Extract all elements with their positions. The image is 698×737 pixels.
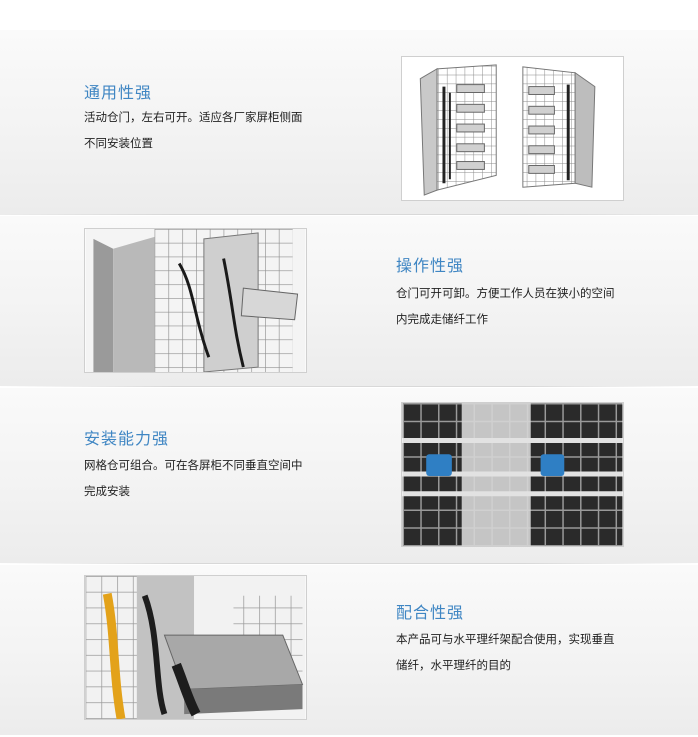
divider	[0, 386, 698, 387]
fiber-tray-drawing	[85, 576, 306, 719]
feature-description: 网格仓可组合。可在各屏柜不同垂直空间中完成安装	[84, 458, 303, 498]
divider	[0, 214, 698, 215]
grid-with-blue-clips-illustration	[401, 402, 624, 547]
divider	[0, 563, 698, 564]
feature-title: 操作性强	[396, 256, 465, 275]
feature-description: 仓门可开可卸。方便工作人员在狭小的空间内完成走储纤工作	[396, 286, 615, 326]
feature-title: 通用性强	[84, 83, 153, 102]
fiber-tray-combination-illustration	[84, 575, 307, 720]
feature-description: 活动仓门，左右可开。适应各厂家屏柜侧面不同安装位置	[84, 110, 303, 150]
two-side-panels-drawing	[419, 64, 596, 196]
feature-description: 本产品可与水平理纤架配合使用，实现垂直储纤，水平理纤的目的	[396, 632, 615, 672]
blue-clip-icon	[426, 454, 452, 476]
two-side-panels-illustration	[401, 56, 624, 201]
removable-door-illustration	[84, 228, 307, 373]
blue-clip-icon	[540, 454, 565, 476]
grid-clips-drawing	[402, 403, 623, 546]
removable-door-drawing	[85, 229, 306, 372]
feature-title: 安装能力强	[84, 429, 170, 448]
feature-title: 配合性强	[396, 603, 465, 622]
